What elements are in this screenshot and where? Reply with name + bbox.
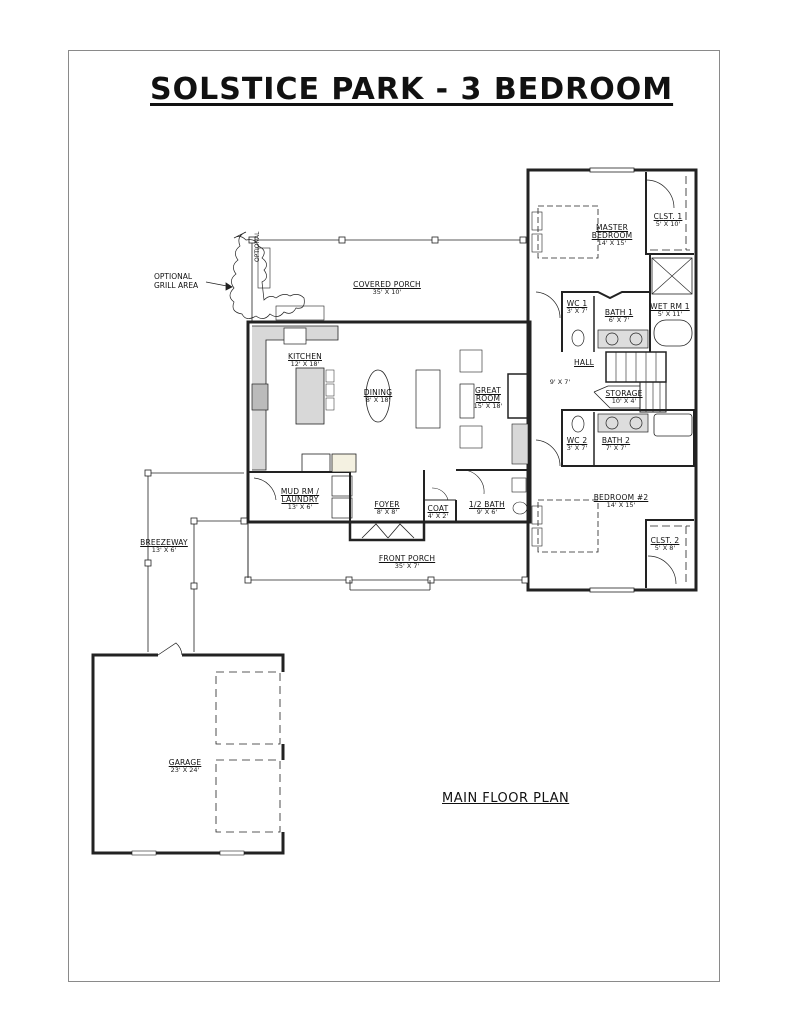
room-size: 3' X 7'	[566, 443, 588, 452]
room-name: CLST. 2	[650, 536, 680, 545]
room-name: BREEZEWAY	[140, 538, 188, 547]
room-name: BATH 2	[601, 436, 631, 445]
room-kitchen: KITCHEN 12' X 18'	[288, 353, 322, 368]
room-hall: HALL	[574, 359, 594, 367]
room-name: KITCHEN	[288, 352, 322, 361]
breezeway-outline	[144, 469, 249, 652]
room-dining: DINING 8' X 18'	[364, 389, 392, 404]
room-bath-1: BATH 1 6' X 7'	[605, 309, 633, 324]
room-name: HALL	[574, 358, 594, 367]
grill-area-note: OPTIONAL GRILL AREA	[154, 272, 198, 290]
room-wc-2: WC 2 3' X 7'	[567, 437, 588, 452]
room-size: 9' X 7'	[549, 378, 571, 386]
room-name: ROOM	[475, 393, 501, 403]
room-garage: GARAGE 23' X 24'	[169, 759, 202, 774]
living-block-walls	[246, 320, 532, 542]
room-closet-2: CLST. 2 5' X 8'	[651, 537, 680, 552]
grill-note-line2: GRILL AREA	[154, 281, 199, 290]
room-size: 35' X 10'	[372, 287, 402, 296]
room-size: 8' X 18'	[365, 395, 391, 404]
room-name: LAUNDRY	[281, 494, 319, 504]
room-size: 12' X 18'	[290, 359, 320, 368]
room-name: MASTER	[595, 223, 629, 232]
room-size: 14' X 15'	[606, 500, 636, 509]
room-name: COVERED PORCH	[353, 280, 421, 289]
room-size: 5' X 8'	[654, 543, 676, 552]
room-covered-porch: COVERED PORCH 35' X 10'	[353, 281, 421, 296]
room-name: STORAGE	[605, 389, 643, 398]
plan-title: MAIN FLOOR PLAN	[442, 791, 570, 806]
room-breezeway: BREEZEWAY 13' X 6'	[140, 539, 188, 554]
room-hall-size: 9' X 7'	[550, 379, 570, 386]
room-size: 35' X 7'	[394, 561, 420, 570]
room-mud-room-laundry: MUD RM / LAUNDRY 13' X 6'	[281, 488, 319, 511]
room-name: 1/2 BATH	[469, 500, 505, 509]
room-size: 13' X 6'	[151, 545, 177, 554]
room-wc-1: WC 1 3' X 7'	[567, 300, 588, 315]
room-name: WC 1	[566, 299, 588, 308]
drawing-title: SOLSTICE PARK - 3 BEDROOM	[150, 72, 674, 107]
room-name: MUD RM /	[280, 487, 320, 496]
room-name: GARAGE	[168, 758, 202, 767]
room-closet-1: CLST. 1 5' X 10'	[654, 213, 683, 228]
room-bath-2: BATH 2 7' X 7'	[602, 437, 630, 452]
room-storage: STORAGE 10' X 4'	[605, 390, 642, 405]
room-master-bedroom: MASTER BEDROOM 14' X 15'	[592, 224, 633, 247]
optional-grill-label: OPTIONAL	[254, 231, 261, 262]
room-great-room: GREAT ROOM 15' X 18'	[474, 387, 503, 410]
room-half-bath: 1/2 BATH 9' X 6'	[469, 501, 505, 516]
covered-porch-outline	[205, 231, 527, 322]
room-name: BATH 1	[604, 308, 634, 317]
room-name: CLST. 1	[653, 212, 683, 221]
room-size: 23' X 24'	[170, 765, 200, 774]
room-size: 15' X 18'	[473, 401, 503, 410]
room-name: BEDROOM #2	[593, 493, 649, 502]
room-size: 13' X 6'	[287, 502, 313, 511]
room-name: GREAT	[475, 386, 501, 395]
room-wet-room-1: WET RM 1 5' X 11'	[650, 303, 690, 318]
room-bedroom-2: BEDROOM #2 14' X 15'	[594, 494, 649, 509]
room-size: 8' X 8'	[376, 507, 398, 516]
room-foyer: FOYER 8' X 8'	[374, 501, 399, 516]
room-name: COAT	[427, 504, 449, 513]
room-size: 3' X 7'	[566, 306, 588, 315]
room-size: 5' X 10'	[655, 219, 681, 228]
room-size: 6' X 7'	[608, 315, 630, 324]
room-name: FRONT PORCH	[378, 554, 436, 563]
room-size: 14' X 15'	[597, 238, 627, 247]
room-name: WET RM 1	[650, 302, 690, 311]
room-name: WC 2	[566, 436, 588, 445]
room-size: 4' X 2'	[427, 511, 449, 520]
room-front-porch: FRONT PORCH 35' X 7'	[379, 555, 435, 570]
room-name: DINING	[363, 388, 393, 397]
drawing-border	[68, 50, 720, 982]
garage-walls	[91, 642, 285, 856]
grill-note-line1: OPTIONAL	[154, 272, 193, 281]
room-size: 5' X 11'	[657, 309, 683, 318]
room-coat: COAT 4' X 2'	[428, 505, 449, 520]
room-size: 7' X 7'	[605, 443, 627, 452]
room-size: 10' X 4'	[611, 396, 637, 405]
room-name: BEDROOM	[591, 230, 633, 240]
room-size: 9' X 6'	[476, 507, 498, 516]
room-name: FOYER	[374, 500, 400, 509]
